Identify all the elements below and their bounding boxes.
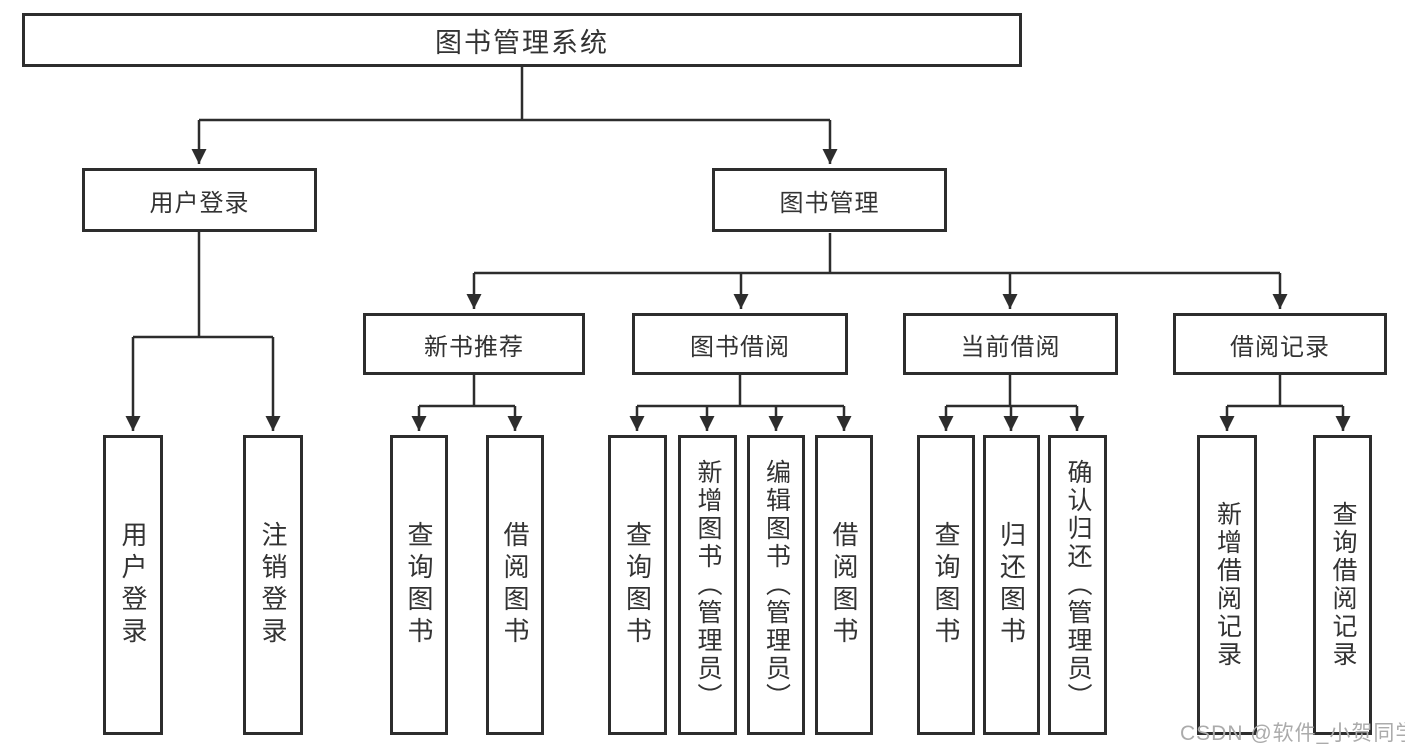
connector-new-book-recommend-children: [411, 375, 523, 431]
connector-current-borrow-children: [938, 375, 1085, 431]
connector-book-borrow-children: [629, 375, 852, 431]
node-new-book-recommend: 新书推荐: [363, 313, 585, 375]
leaf-logout: 注销登录: [243, 435, 303, 735]
leaf-label: 编辑图书（管理员）: [762, 459, 791, 711]
leaf-label: 用户登录: [118, 521, 148, 649]
node-current-borrow: 当前借阅: [903, 313, 1118, 375]
leaf-label: 查询图书: [622, 521, 653, 649]
leaf-add-borrow-record: 新增借阅记录: [1197, 435, 1257, 735]
node-label: 当前借阅: [960, 333, 1061, 361]
leaf-label: 借阅图书: [500, 521, 530, 649]
leaf-edit-books-admin: 编辑图书（管理员）: [747, 435, 805, 735]
node-label: 新书推荐: [424, 333, 524, 361]
leaf-user-login: 用户登录: [103, 435, 163, 735]
leaf-query-books-3: 查询图书: [917, 435, 975, 735]
connector-book-management-children: [466, 233, 1288, 309]
node-book-management: 图书管理: [712, 168, 947, 232]
leaf-label: 借阅图书: [829, 521, 859, 649]
leaf-confirm-return-admin: 确认归还（管理员）: [1048, 435, 1107, 735]
node-label: 图书借阅: [690, 333, 790, 361]
connector-user-login-children: [125, 232, 281, 431]
leaf-label: 查询借阅记录: [1329, 501, 1357, 669]
leaf-label: 查询图书: [931, 521, 961, 649]
leaf-label: 归还图书: [996, 521, 1027, 649]
node-label: 借阅记录: [1230, 333, 1330, 361]
connector-root-to-level2: [191, 67, 838, 164]
leaf-label: 确认归还（管理员）: [1064, 459, 1092, 711]
leaf-label: 注销登录: [258, 521, 288, 649]
leaf-label: 新增图书（管理员）: [694, 459, 722, 711]
leaf-borrow-books-1: 借阅图书: [486, 435, 544, 735]
leaf-query-books-2: 查询图书: [608, 435, 667, 735]
leaf-add-books-admin: 新增图书（管理员）: [678, 435, 737, 735]
leaf-label: 查询图书: [404, 521, 434, 649]
node-borrow-records: 借阅记录: [1173, 313, 1387, 375]
leaf-query-books-1: 查询图书: [390, 435, 448, 735]
node-book-borrow: 图书借阅: [632, 313, 848, 375]
leaf-label: 新增借阅记录: [1213, 501, 1242, 669]
leaf-return-books: 归还图书: [983, 435, 1040, 735]
csdn-watermark: CSDN @软件_小贺同学: [1180, 722, 1405, 745]
connector-borrow-records-children: [1219, 375, 1351, 431]
node-user-login: 用户登录: [82, 168, 317, 232]
leaf-query-borrow-record: 查询借阅记录: [1313, 435, 1372, 735]
leaf-borrow-books-2: 借阅图书: [815, 435, 873, 735]
node-label: 用户登录: [149, 189, 250, 217]
node-label: 图书管理系统: [435, 27, 609, 58]
node-label: 图书管理: [779, 189, 880, 217]
node-library-management-system: 图书管理系统: [22, 13, 1022, 67]
